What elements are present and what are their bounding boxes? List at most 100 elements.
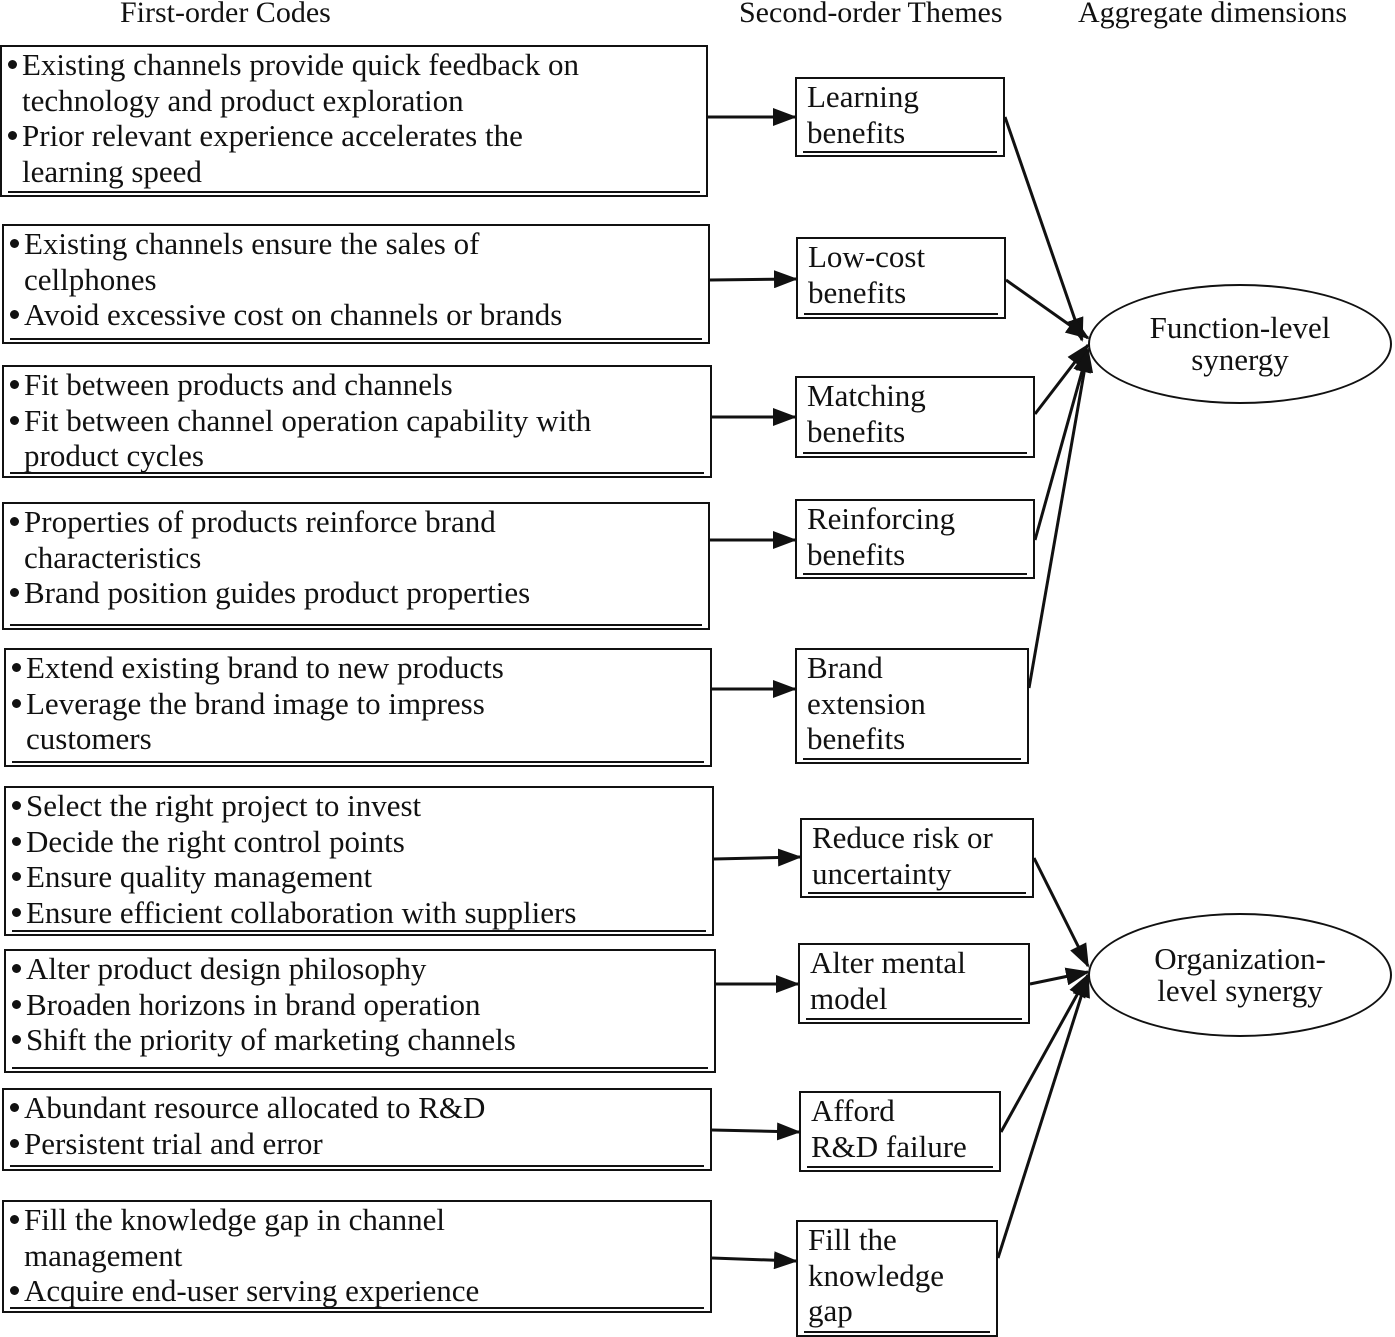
theme-to-organization-level-arrow xyxy=(996,973,1090,1259)
code-list: Existing channels provide quick feedback… xyxy=(2,47,706,189)
code-item-text: product cycles xyxy=(24,438,204,473)
bullet-icon xyxy=(8,60,17,69)
code-item-text: Avoid excessive cost on channels or bran… xyxy=(24,297,563,332)
bullet-icon xyxy=(10,415,19,425)
code-item-text: customers xyxy=(26,721,152,756)
dimension-label: Function-level xyxy=(1149,310,1331,345)
code-item-text: Decide the right control points xyxy=(26,823,405,859)
bullet-icon xyxy=(12,907,21,917)
theme-label: benefits xyxy=(807,114,906,150)
theme-label: gap xyxy=(808,1293,853,1328)
bullet-icon xyxy=(12,872,21,881)
code-item: Acquire end-user serving experience xyxy=(4,1273,710,1309)
theme-label: R&D failure xyxy=(811,1128,967,1164)
code-item: Ensure efficient collaboration with supp… xyxy=(6,895,712,931)
bullet-icon xyxy=(12,1035,21,1044)
code-item-text: Extend existing brand to new products xyxy=(26,650,504,685)
code-item-text: Shift the priority of marketing channels xyxy=(26,1022,516,1057)
theme-label: benefits xyxy=(808,274,907,310)
bullet-icon xyxy=(10,1103,19,1112)
code-item: Shift the priority of marketing channels xyxy=(6,1022,714,1058)
theme-label: benefits xyxy=(807,721,906,756)
code-item-text: Broaden horizons in brand operation xyxy=(26,986,481,1022)
dimension-label: synergy xyxy=(1191,342,1289,377)
dimension-label: level synergy xyxy=(1157,973,1323,1008)
code-item-text: Brand position guides product properties xyxy=(24,575,531,610)
theme-label: Low-cost xyxy=(808,239,926,274)
bullet-icon xyxy=(10,1138,19,1148)
theme-label: Afford xyxy=(811,1093,895,1128)
theme-label: uncertainty xyxy=(812,855,952,891)
bullet-icon xyxy=(10,517,19,526)
bullet-icon xyxy=(10,380,19,389)
code-item: Extend existing brand to new products xyxy=(6,650,710,686)
bullet-icon xyxy=(12,663,21,672)
theme-label: benefits xyxy=(807,413,906,449)
code-item-text: Persistent trial and error xyxy=(24,1125,323,1161)
code-item: Fit between channel operation capability… xyxy=(4,403,710,474)
code-item: Abundant resource allocated to R&D xyxy=(4,1090,710,1126)
theme-label: Reduce risk or xyxy=(812,820,993,855)
code-item: Alter product design philosophy xyxy=(6,951,714,987)
organization-level-synergy-ellipse: Organization-level synergy xyxy=(1088,913,1392,1037)
code-item: Ensure quality management xyxy=(6,859,712,895)
code-to-theme-arrow xyxy=(711,1122,801,1141)
code-item-text: Fill the knowledge gap in channel xyxy=(24,1202,445,1237)
code-to-theme-arrow xyxy=(713,848,802,867)
code-to-theme-arrow xyxy=(709,270,798,289)
code-item-text: cellphones xyxy=(24,261,157,297)
bullet-icon xyxy=(12,698,21,708)
code-item-text: Existing channels ensure the sales of xyxy=(24,226,480,261)
code-to-theme-arrow xyxy=(711,1251,798,1270)
header-aggregate-dimensions: Aggregate dimensions xyxy=(1078,0,1348,29)
bullet-icon xyxy=(10,310,19,319)
bullet-icon xyxy=(12,999,21,1009)
theme-label: Reinforcing xyxy=(807,501,956,536)
code-item-text: Existing channels provide quick feedback… xyxy=(22,47,579,82)
code-item-text: management xyxy=(24,1237,183,1273)
code-item-text: Fit between products and channels xyxy=(24,367,453,402)
theme-label: model xyxy=(810,980,888,1016)
header-first-order-codes: First-order Codes xyxy=(120,0,331,29)
code-item: Persistent trial and error xyxy=(4,1126,710,1162)
first-order-code-box: Existing channels provide quick feedback… xyxy=(0,45,708,197)
theme-to-function-level-arrow xyxy=(1033,348,1091,541)
theme-to-organization-level-arrow xyxy=(1032,857,1090,968)
theme-to-function-level-arrow xyxy=(1027,348,1094,689)
theme-label: benefits xyxy=(807,536,906,572)
code-item-text: characteristics xyxy=(24,539,202,575)
theme-to-function-level-arrow xyxy=(1005,278,1090,340)
code-item: Fit between products and channels xyxy=(4,367,710,403)
code-item-text: Select the right project to invest xyxy=(26,788,422,823)
bullet-icon xyxy=(10,239,19,248)
theme-to-organization-level-arrow xyxy=(999,973,1090,1133)
code-item: Existing channels provide quick feedback… xyxy=(2,47,706,118)
code-item-text: Ensure efficient collaboration with supp… xyxy=(26,894,577,930)
code-item-text: Properties of products reinforce brand xyxy=(24,504,496,539)
theme-label: Brand xyxy=(807,650,883,685)
code-item-text: Alter product design philosophy xyxy=(26,951,427,986)
bullet-icon xyxy=(10,588,19,597)
bullet-icon xyxy=(8,131,17,140)
bullet-icon xyxy=(12,801,21,810)
